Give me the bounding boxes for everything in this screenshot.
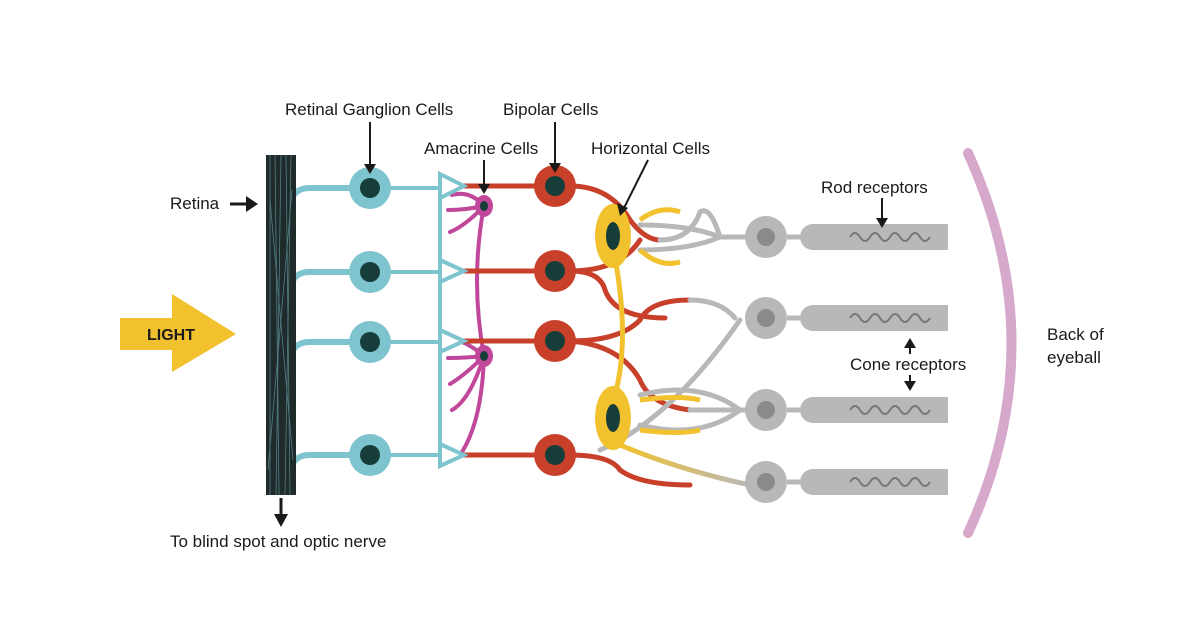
cone-receptor-3: [745, 461, 948, 503]
light-arrow: LIGHT: [120, 294, 236, 372]
ganglion-connectors: [385, 170, 469, 470]
pointer-arrows: [230, 122, 916, 527]
eyeball-wall: [963, 148, 1017, 538]
retina-band: [266, 154, 296, 496]
rod-receptor: [745, 216, 948, 258]
horizontal-cells: [595, 204, 701, 450]
label-blind-spot: To blind spot and optic nerve: [170, 532, 387, 551]
label-rod-receptors: Rod receptors: [821, 178, 928, 197]
amacrine-cells: [475, 195, 493, 367]
cone-receptor-2: [745, 389, 948, 431]
bipolar-cells: [534, 165, 576, 476]
label-cone-receptors: Cone receptors: [850, 355, 967, 374]
light-label: LIGHT: [147, 327, 195, 344]
label-retina: Retina: [170, 194, 220, 213]
ganglion-axons: [287, 185, 353, 480]
cone-receptor-1: [745, 297, 948, 339]
bipolar-axons: [459, 183, 543, 458]
amacrine-dendrites: [446, 191, 486, 454]
label-retinal-ganglion-cells: Retinal Ganglion Cells: [285, 100, 454, 119]
label-bipolar-cells: Bipolar Cells: [503, 100, 599, 119]
ganglion-cells: [349, 167, 391, 476]
label-back-of: Back of: [1047, 325, 1104, 344]
label-eyeball: eyeball: [1047, 348, 1101, 367]
label-amacrine-cells: Amacrine Cells: [424, 139, 539, 158]
label-horizontal-cells: Horizontal Cells: [591, 139, 711, 158]
